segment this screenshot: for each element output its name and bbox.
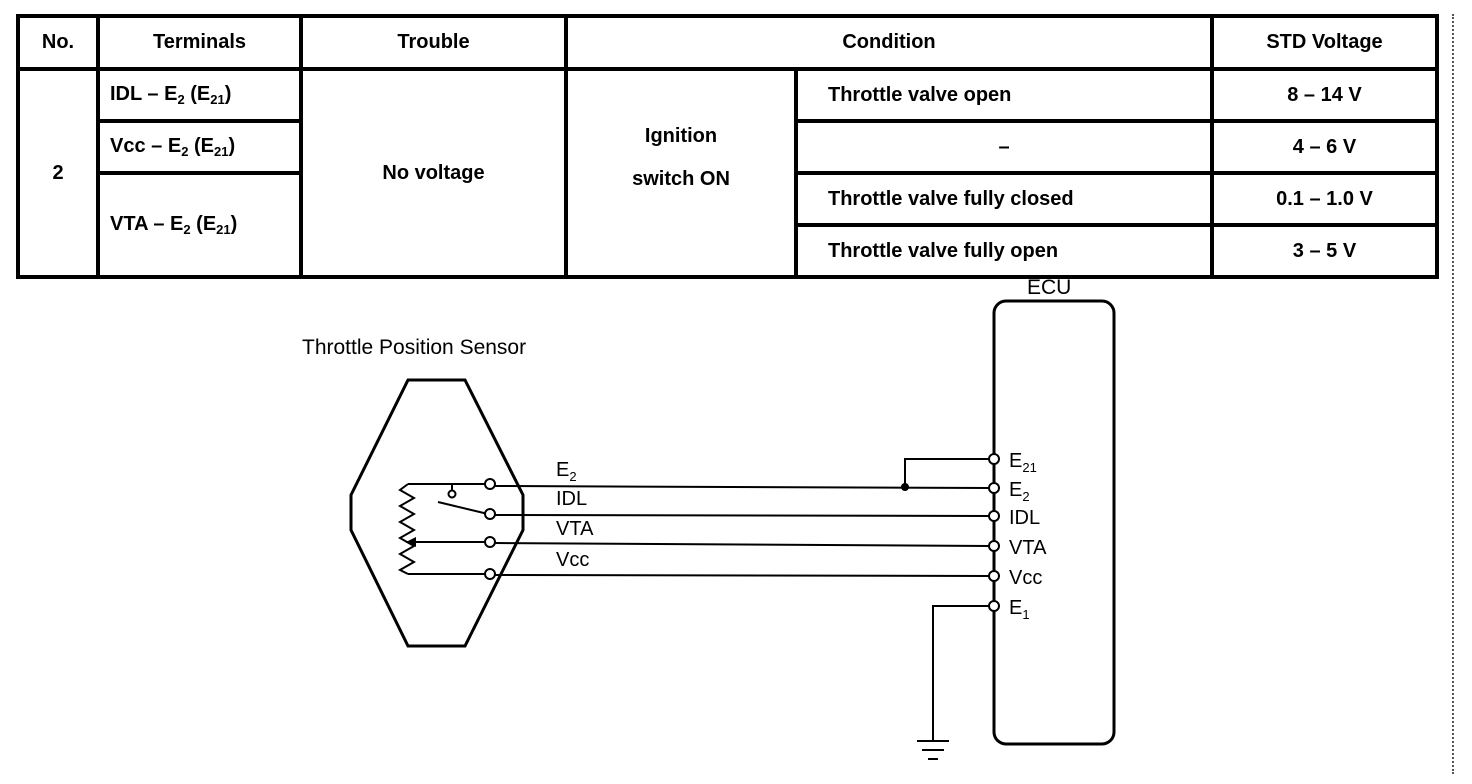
ecu-label: ECU [1027, 276, 1071, 299]
wire-vta [494, 542, 990, 547]
cell-terminal-vcc: Vcc – E2 (E21) [96, 119, 303, 175]
cell-voltage-2: 0.1 – 1.0 V [1210, 171, 1439, 227]
ecu-pin-e21 [988, 453, 1000, 465]
ecu-pin-vta [988, 540, 1000, 552]
sensor-terminal-vcc [484, 568, 496, 580]
idle-switch-arm [437, 501, 489, 515]
sensor-housing [349, 378, 525, 648]
ecu-pin-label-vta: VTA [1009, 537, 1047, 559]
ecu-pin-label-e1: E1 [1009, 597, 1030, 622]
cell-voltage-0: 8 – 14 V [1210, 67, 1439, 123]
junction-dot [901, 483, 909, 491]
wire-label-e2: E2 [556, 459, 577, 484]
cell-no: 2 [16, 67, 100, 279]
wire-idl [494, 514, 990, 517]
sensor-terminal-idl [484, 508, 496, 520]
table-row: 2 IDL – E2 (E21) No voltage Ignition swi… [16, 67, 1439, 279]
ecu-pin-e1 [988, 600, 1000, 612]
cell-voltage-3: 3 – 5 V [1210, 223, 1439, 279]
wire-e1 [932, 605, 989, 741]
wire-label-vta: VTA [556, 518, 594, 540]
cell-condition-main: Ignition switch ON [564, 67, 798, 279]
ecu-pin-vcc [988, 570, 1000, 582]
table-row: Throttle valve fully open 3 – 5 V [18, 223, 1439, 279]
wire-e21 [904, 458, 989, 487]
cell-voltage-1: 4 – 6 V [1210, 119, 1439, 175]
cell-condition-3: Throttle valve fully open [794, 223, 1214, 279]
header-no: No. [16, 14, 100, 71]
sensor-resistor [397, 483, 417, 575]
cell-condition-2: Throttle valve fully closed [794, 171, 1214, 227]
ecu-pin-label-e21: E21 [1009, 450, 1037, 475]
ecu-pin-label-vcc: Vcc [1009, 567, 1042, 589]
idle-switch-contact [447, 489, 457, 499]
header-std-voltage: STD Voltage [1210, 14, 1439, 71]
ecu-pin-e2 [988, 482, 1000, 494]
spec-table: No. Terminals Trouble Condition STD Volt… [16, 14, 1439, 279]
cell-condition-0: Throttle valve open [794, 67, 1214, 123]
wiper-arrow [406, 537, 416, 547]
cell-terminal-idl: IDL – E2 (E21) [96, 67, 303, 123]
wire-vcc [494, 574, 990, 577]
table-row: Vcc – E2 (E21) – 4 – 6 V [18, 119, 1439, 175]
sensor-terminal-vta [484, 536, 496, 548]
page-edge-dots [1452, 14, 1454, 774]
header-terminals: Terminals [96, 14, 303, 71]
cell-trouble: No voltage [299, 67, 568, 279]
wire-label-idl: IDL [556, 488, 587, 510]
ecu-pin-label-e2: E2 [1009, 479, 1030, 504]
cell-condition-1: – [794, 119, 1214, 175]
cell-terminal-vta: VTA – E2 (E21) [96, 171, 303, 279]
header-trouble: Trouble [299, 14, 568, 71]
ecu-pin-label-idl: IDL [1009, 507, 1040, 529]
header-row: No. Terminals Trouble Condition STD Volt… [16, 14, 1439, 71]
header-condition: Condition [564, 14, 1214, 71]
ecu-box [992, 299, 1116, 746]
table-row: VTA – E2 (E21) Throttle valve fully clos… [18, 171, 1439, 279]
sensor-label: Throttle Position Sensor [302, 336, 526, 359]
ecu-pin-idl [988, 510, 1000, 522]
wire-label-vcc: Vcc [556, 549, 589, 571]
sensor-terminal-e2 [484, 478, 496, 490]
